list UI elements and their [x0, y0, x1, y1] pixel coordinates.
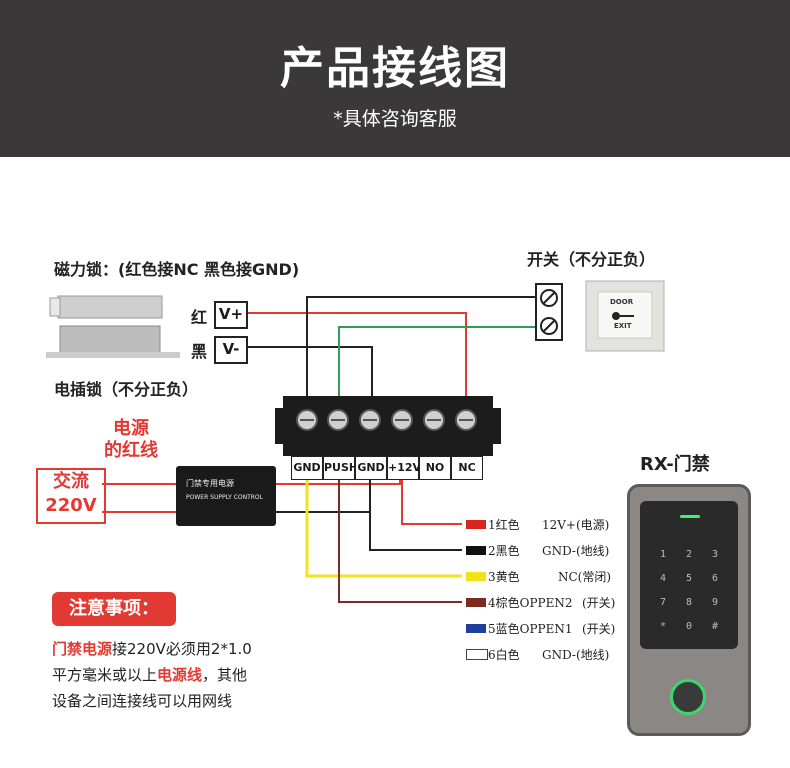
- power-supply-label-en: POWER SUPPLY CONTROL: [186, 494, 263, 501]
- legend-row: 1红色 12V+(电源): [466, 516, 626, 534]
- status-led: [680, 515, 700, 518]
- keypad-key: *: [659, 621, 667, 632]
- exit-switch-title: 开关（不分正负）: [527, 250, 656, 269]
- black-wire-mark: 黑: [191, 342, 208, 361]
- device-title: RX-门禁: [640, 454, 710, 475]
- legend-row: 3黄色 NC(常闭): [466, 568, 626, 586]
- keypad-key: 7: [659, 597, 667, 608]
- terminal-label-gnd-2: GND: [355, 456, 387, 480]
- legend-swatch-yellow: [466, 572, 486, 581]
- notice-highlight: 电源线: [157, 666, 203, 684]
- keypad-key: 0: [685, 621, 693, 632]
- keypad-key: 1: [659, 549, 667, 560]
- keypad-key: 4: [659, 573, 667, 584]
- header-banner: 产品接线图 *具体咨询客服: [0, 0, 790, 157]
- keypad-key: 3: [711, 549, 719, 560]
- page-subtitle: *具体咨询客服: [333, 108, 457, 130]
- power-supply-label-cn: 门禁专用电源: [186, 479, 234, 488]
- fingerprint-sensor-icon: [670, 679, 706, 715]
- legend-swatch-black: [466, 546, 486, 555]
- notice-text: 门禁电源接220V必须用2*1.0 平方毫米或以上电源线，其他 设备之间连接线可…: [52, 640, 252, 710]
- legend-swatch-brown: [466, 598, 486, 607]
- legend-swatch-white: [466, 649, 488, 660]
- maglock-title: 磁力锁：(红色接NC 黑色接GND): [54, 260, 300, 279]
- legend-row: 5蓝色OPPEN1 (开关): [466, 620, 626, 638]
- terminal-label-no: NO: [419, 456, 451, 480]
- keypad-key: 5: [685, 573, 693, 584]
- notice-highlight: 门禁电源: [52, 640, 113, 658]
- keypad-key: 6: [711, 573, 719, 584]
- maglock-caption: 电插锁（不分正负）: [54, 380, 199, 399]
- ac-220v-box: 交流 220V: [36, 468, 106, 524]
- page-title: 产品接线图: [280, 43, 510, 94]
- keypad-key: 8: [685, 597, 693, 608]
- terminal-label-nc: NC: [451, 456, 483, 480]
- legend-row: 6白色 GND-(地线): [466, 646, 626, 664]
- legend-row: 4棕色OPPEN2 (开关): [466, 594, 626, 612]
- keypad-panel: 1 2 3 4 5 6 7 8 9 * 0 #: [640, 501, 738, 649]
- vminus-terminal: V-: [214, 336, 248, 364]
- terminal-label-gnd-1: GND: [291, 456, 323, 480]
- power-red-wire-note: 电源 的红线: [104, 418, 158, 461]
- exit-button-door-text: DOOR: [610, 298, 634, 306]
- terminal-label-push: PUSH: [323, 456, 358, 480]
- terminal-label-12v: +12V: [387, 456, 421, 480]
- exit-button-exit-text: EXIT: [614, 322, 632, 330]
- red-wire-mark: 红: [191, 308, 208, 327]
- keypad-key: #: [711, 621, 719, 632]
- keypad-key: 9: [711, 597, 719, 608]
- legend-swatch-blue: [466, 624, 486, 633]
- vplus-terminal: V+: [214, 301, 248, 329]
- terminal-screws: [296, 409, 477, 431]
- keypad-key: 2: [685, 549, 693, 560]
- access-control-device: 1 2 3 4 5 6 7 8 9 * 0 #: [627, 484, 751, 736]
- notice-badge: 注意事项：: [52, 592, 176, 626]
- legend-swatch-red: [466, 520, 486, 529]
- legend-row: 2黑色 GND-(地线): [466, 542, 626, 560]
